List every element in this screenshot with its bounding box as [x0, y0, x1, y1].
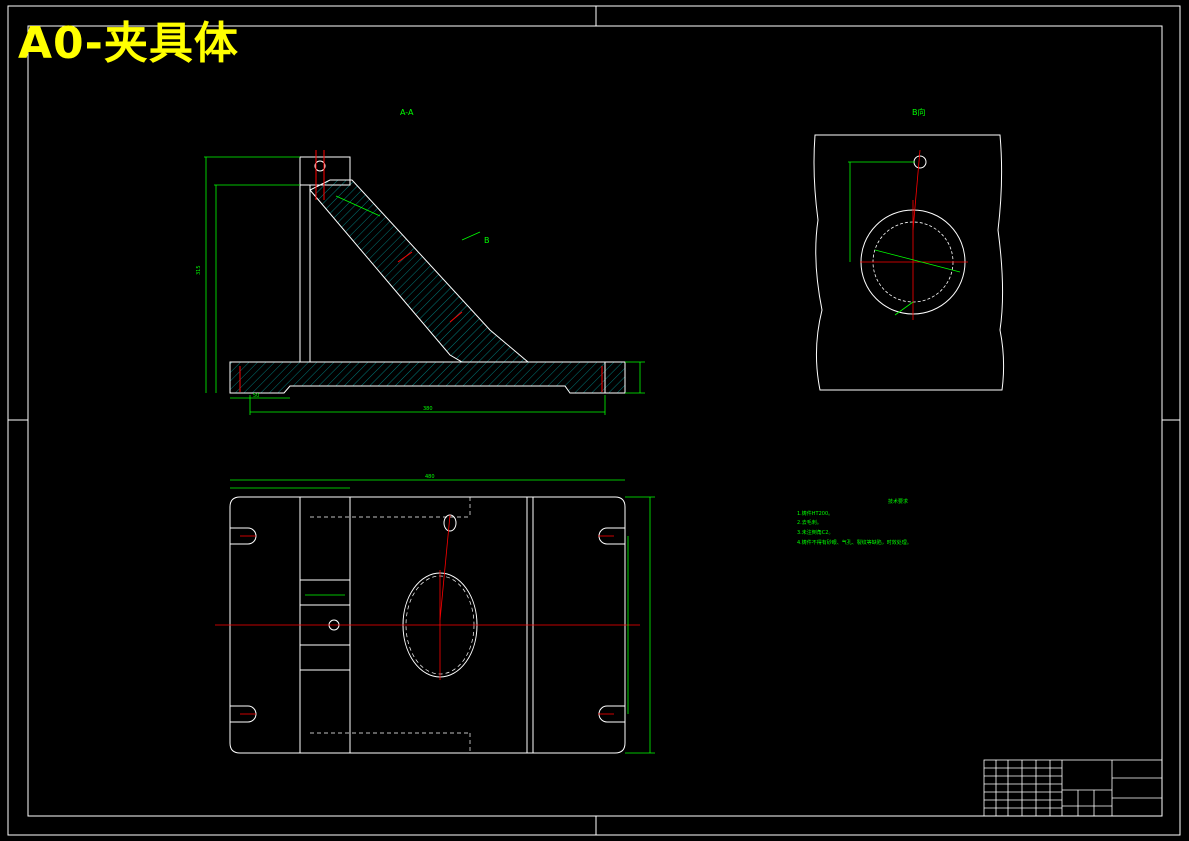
section-a-label: A-A: [400, 108, 414, 117]
plan-view: 480: [215, 474, 655, 754]
dim-left-offset: 50: [253, 393, 259, 399]
note-item-1: 1.铸件HT200。: [797, 510, 833, 517]
section-b-label: B向: [912, 107, 926, 117]
technical-notes: 技术要求 1.铸件HT200。 2.去毛刺。 3.未注倒角C2。 4.铸件不得有…: [797, 498, 912, 546]
aux-view-b: B向: [813, 107, 1005, 391]
drawing-title: A0-夹具体: [18, 18, 239, 69]
rib-section: [309, 179, 530, 363]
dim-plan-width: 480: [425, 474, 435, 480]
b-arrow-label: B: [484, 236, 490, 245]
note-item-4: 4.铸件不得有砂眼、气孔、裂纹等缺陷，时效处理。: [797, 539, 912, 546]
sheet-frame: [7, 5, 1181, 836]
dim-base-length: 380: [423, 406, 433, 412]
note-item-3: 3.未注倒角C2。: [797, 529, 833, 536]
note-item-2: 2.去毛刺。: [797, 519, 822, 526]
section-view-a: 315 50 380 A-A B: [196, 108, 645, 415]
notes-heading: 技术要求: [888, 498, 908, 505]
dim-left-height: 315: [196, 265, 202, 275]
base-section: [229, 361, 626, 394]
title-block: [983, 759, 1163, 817]
